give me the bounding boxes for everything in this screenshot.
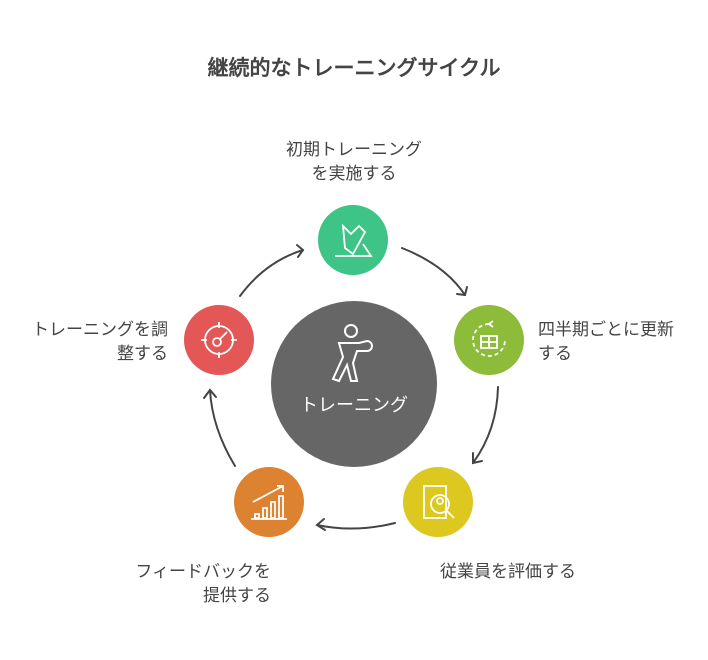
person-exercise-icon (331, 324, 373, 383)
arrow-4-5 (203, 388, 236, 467)
center-label: トレーニング (300, 395, 408, 416)
step-label-3: 従業員を評価する (440, 562, 576, 582)
employee-search-icon (423, 485, 455, 519)
step-node-1 (318, 205, 388, 275)
step-node-4 (234, 467, 304, 537)
step-node-3 (403, 467, 473, 537)
arrow-5-1 (239, 244, 305, 297)
step-label-2: 四半期ごとに更新する (538, 320, 674, 364)
step-label-1: 初期トレーニングを実施する (286, 140, 422, 184)
center-node: トレーニング (271, 301, 437, 467)
step-label-5: トレーニングを調整する (32, 320, 168, 364)
step-node-2 (454, 305, 524, 375)
growth-chart-icon (251, 485, 287, 520)
arrow-2-3 (472, 386, 499, 465)
target-gauge-icon (201, 322, 237, 358)
arrow-1-2 (401, 247, 468, 297)
step-node-5 (184, 305, 254, 375)
step-label-4: フィードバックを提供する (135, 562, 271, 606)
sneaker-icon (335, 223, 373, 257)
calendar-refresh-icon (472, 320, 506, 357)
diagram-title: 継続的なトレーニングサイクル (207, 56, 501, 80)
arrow-3-4 (315, 518, 396, 531)
